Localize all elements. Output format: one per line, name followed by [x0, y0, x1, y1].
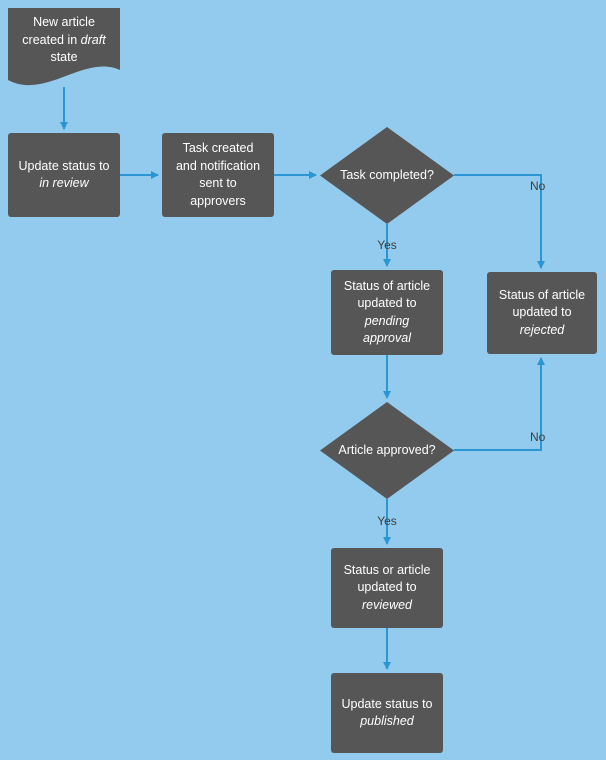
edge-label-approved-yes: Yes: [377, 514, 397, 528]
edge-label-task-no: No: [530, 179, 546, 193]
edge-label-task-yes: Yes: [377, 238, 397, 252]
node-decision-task-completed: Task completed?: [320, 127, 454, 224]
node-label: Task completed?: [340, 167, 434, 182]
node-decision-article-approved: Article approved?: [320, 402, 454, 499]
edge-completed-no-to-rejected: [454, 174, 545, 269]
edge-label-approved-no: No: [530, 430, 546, 444]
node-label: Article approved?: [338, 442, 436, 457]
edge-approved-no-to-rejected: [454, 357, 545, 451]
